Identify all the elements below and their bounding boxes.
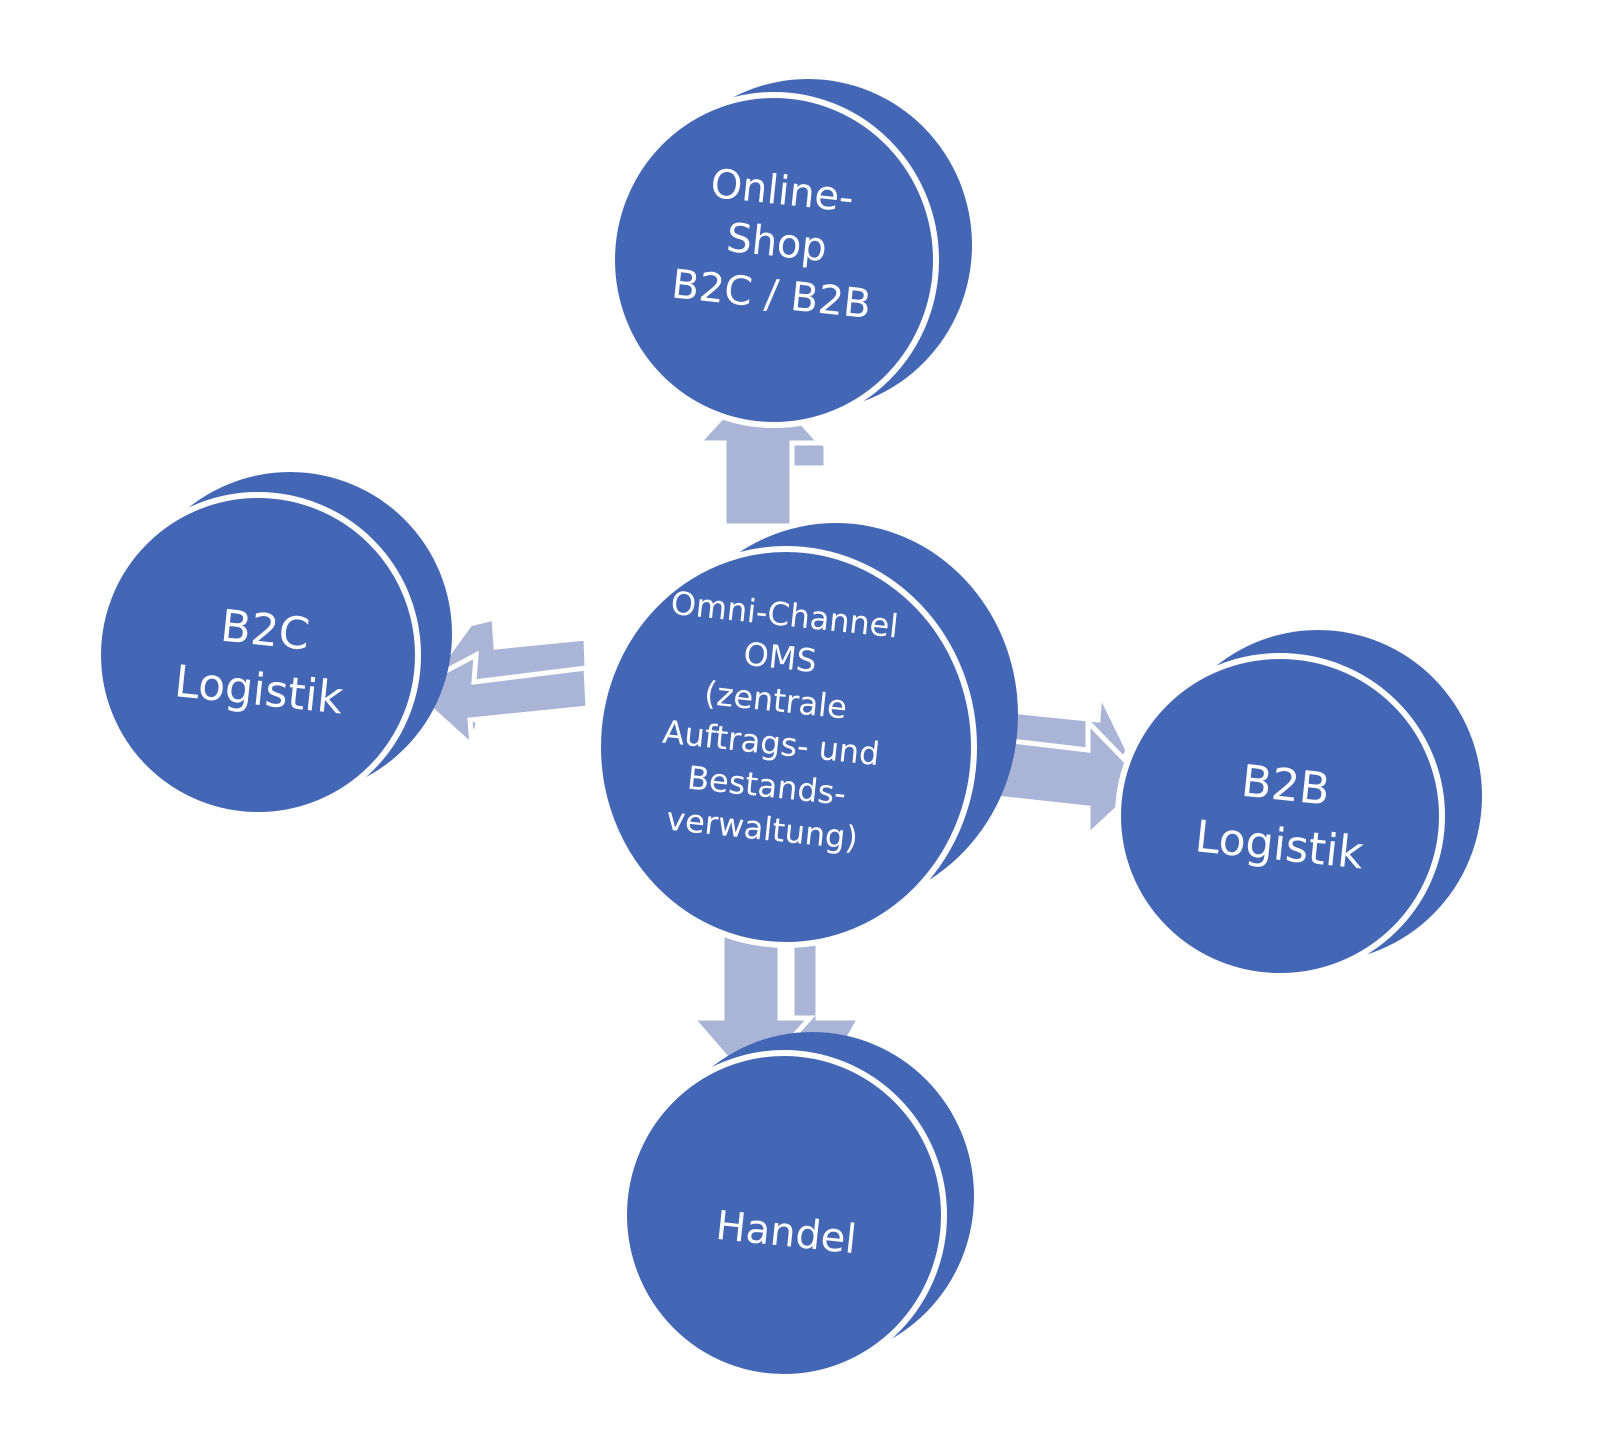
handel-disc	[621, 1032, 974, 1380]
b2c-line-1: B2C	[218, 601, 312, 661]
center-disc	[595, 523, 1018, 948]
online-shop-disc	[609, 79, 972, 428]
center-line-2: OMS	[742, 635, 819, 680]
online-shop-label: Online- Shop B2C / B2B	[669, 161, 873, 328]
b2b-logistik-disc	[1115, 630, 1482, 979]
arrow-to-b2c-logistik	[405, 614, 591, 753]
b2b-line-1: B2B	[1239, 756, 1332, 816]
online-shop-line-2: Shop	[724, 215, 829, 271]
b2c-logistik-disc	[95, 472, 452, 818]
